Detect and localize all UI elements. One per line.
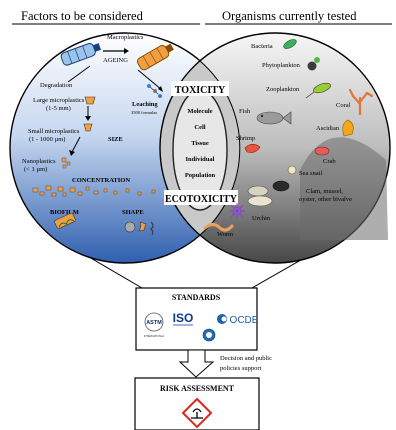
down-arrow [178,349,215,378]
biofilm-icon [54,212,76,229]
ascidian-icon [342,119,354,137]
degradation-branch [67,65,91,83]
risk-title: RISK ASSESSMENT [160,384,235,393]
bivalve-label-1: Clam, mussel, [306,188,343,195]
concentration-particles [32,185,156,197]
shape-label: SHAPE [122,209,144,216]
crab-icon [314,146,330,156]
svg-text:ASTM: ASTM [146,320,162,326]
toxicity-box [171,81,229,96]
degradation-label: Degradation [40,82,73,89]
leaching-branch [137,69,163,91]
ecotoxicity-box [164,190,238,205]
size-arrow-2-head [69,150,75,156]
coral-icon [348,88,374,116]
worm-label: Worm [217,231,233,238]
phytoplankton-icon [307,57,320,71]
concentration-label: CONCENTRATION [72,177,130,184]
ecotoxicity-label: ECOTOXICITY [165,194,238,205]
large-micro-icon [84,96,96,105]
decision-note-2: policies support [220,365,262,372]
zooplankton-icon [305,82,331,99]
iso-logo: ISO [173,311,194,326]
fish-label: Fish [239,108,251,115]
ascidian-label: Ascidian [316,125,340,132]
toxicity-label: TOXICITY [175,85,226,96]
level-population: Population [185,172,216,179]
svg-text:INTERNATIONAL: INTERNATIONAL [144,334,165,338]
toxicity-levels: Molecule Cell Tissue Individual Populati… [185,108,216,179]
large-micro-range: (1-5 mm) [46,105,71,112]
leaching-arrow-head [158,86,163,92]
fish-icon [256,111,292,125]
sea-snail-icon [287,165,297,175]
aged-bottle-icon [136,43,174,71]
biofilm-label: BIOFILM [50,209,79,216]
nano-range: (< 1 µm) [24,166,47,173]
level-individual: Individual [186,156,215,163]
bivalve-label-2: oyster, other bivalve [299,196,352,203]
size-arrow-2 [71,136,81,153]
molecule-icon [147,84,162,98]
coral-label: Coral [336,102,351,109]
astm-logo: ASTM INTERNATIONAL [144,312,165,338]
bivalve-icons [247,180,290,207]
large-micro-label: Large microplastics [33,97,85,104]
small-micro-range: (1 - 1000 µm) [29,136,65,143]
ageing-arrow-head [124,48,129,54]
size-label: SIZE [108,136,123,143]
worm-icon [203,223,234,232]
small-micro-icon [83,123,93,132]
shape-icons [124,221,154,236]
left-title: Factors to be considered [21,9,144,23]
size-arrow-1-head [85,116,91,121]
leaching-sub-label: 3500 formulas [131,110,157,115]
epa-logo [202,328,216,342]
right-title: Organisms currently tested [222,9,357,23]
ocde-logo: OCDE [217,314,259,326]
shrimp-icon [244,143,261,153]
macroplastics-label: Macroplastics [107,34,144,41]
standards-title: STANDARDS [172,293,221,302]
level-molecule: Molecule [187,108,212,115]
level-cell: Cell [194,124,205,131]
nanoplastic-icon [61,157,71,169]
level-tissue: Tissue [191,140,209,147]
zooplankton-label: Zooplankton [266,86,300,93]
crab-label: Crab [323,158,336,165]
hazard-diamond-icon [181,397,213,429]
bacteria-icon [283,39,297,49]
urchin-icon [229,203,245,219]
svg-text:OCDE: OCDE [230,315,259,326]
decision-note-1: Decision and public [220,355,272,362]
ageing-label: AGEING [103,57,128,64]
svg-text:ISO: ISO [173,311,194,325]
seabed-rock [300,137,388,240]
small-micro-label: Small microplastics [28,128,80,135]
nano-label: Nanoplastics [22,158,56,165]
shrimp-label: Shrimp [236,135,255,142]
plastic-bottle-icon [60,42,102,66]
bacteria-label: Bacteria [251,43,273,50]
sea-snail-label: Sea snail [299,170,322,177]
leaching-label: Leaching [132,101,158,108]
urchin-label: Urchin [252,215,271,222]
phytoplankton-label: Phytoplankton [262,62,301,69]
